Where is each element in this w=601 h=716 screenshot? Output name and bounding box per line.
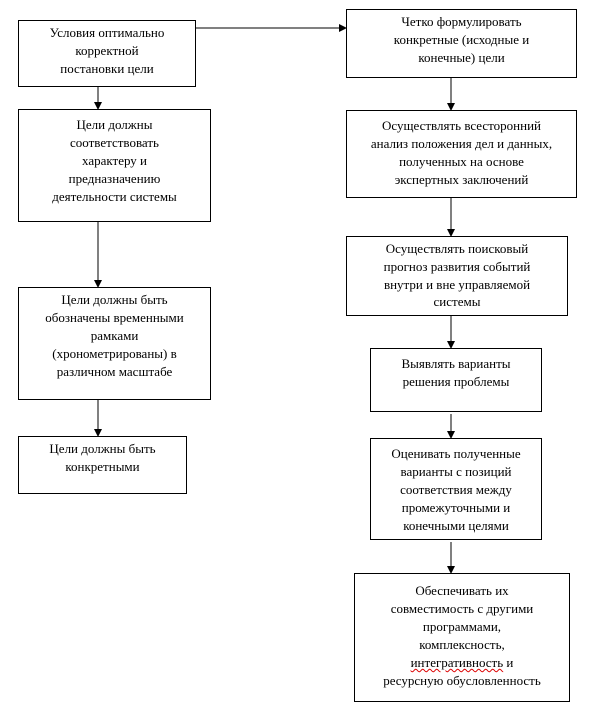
box-time-bound: Цели должны быть обозначены временными р…: [18, 287, 211, 400]
box-text-line: полученных на основе: [399, 154, 524, 169]
box-text-line: внутри и вне управляемой: [383, 277, 531, 292]
box-text-line: промежуточными и: [401, 500, 511, 515]
box-text-line: решения проблемы: [402, 374, 510, 389]
box-text-line: конкретные (исходные и: [393, 32, 530, 47]
box-text-line: конкретными: [65, 459, 140, 474]
box-text-line: варианты с позиций: [400, 464, 512, 479]
box-text-line: конечные) цели: [418, 50, 505, 65]
box-text-line: деятельности системы: [52, 189, 177, 204]
box-text-line: соответствия между: [400, 482, 512, 497]
box-text-line: обозначены временными: [45, 310, 184, 325]
box-variants: Выявлять варианты решения проблемы: [370, 348, 542, 412]
box-text-line: постановки цели: [60, 61, 154, 76]
box-text-line: соответствовать: [70, 135, 159, 150]
box-analysis: Осуществлять всесторонний анализ положен…: [346, 110, 577, 198]
box-text-line: Цели должны быть: [61, 292, 168, 307]
box-text-line: (хронометрированы) в: [52, 346, 177, 361]
box-match-character: Цели должны соответствовать характеру и …: [18, 109, 211, 222]
box-text-line: прогноз развития событий: [383, 259, 531, 274]
box-text-line: системы: [433, 294, 481, 309]
box-compatibility: Обеспечивать их совместимость с другими …: [354, 573, 570, 702]
box-text-line: Четко формулировать: [401, 14, 522, 29]
box-text-line: корректной: [75, 43, 139, 58]
box-text-line: конечными целями: [403, 518, 509, 533]
spellcheck-underline: интегративность: [410, 655, 504, 670]
box-forecast: Осуществлять поисковый прогноз развития …: [346, 236, 568, 316]
box-text-line: ресурсную обусловленность: [383, 673, 541, 688]
box-text-line: Обеспечивать их: [415, 583, 509, 598]
box-text-line: Цели должны: [76, 117, 153, 132]
box-text-line: совместимость с другими: [390, 601, 534, 616]
box-evaluate: Оценивать полученные варианты с позиций …: [370, 438, 542, 540]
box-text-line: Цели должны быть: [49, 441, 156, 456]
box-text-line: Оценивать полученные: [391, 446, 521, 461]
box-text-line: программами,: [422, 619, 502, 634]
box-text-line: характеру и: [82, 153, 147, 168]
box-text-line: Выявлять варианты: [401, 356, 511, 371]
box-text-line: различном масштабе: [56, 364, 173, 379]
box-text-line: комплексность,: [419, 637, 505, 652]
box-text-line: Осуществлять всесторонний: [381, 118, 542, 133]
box-text-line: интегративность и: [410, 655, 514, 670]
box-text-line: Условия оптимально: [49, 25, 165, 40]
box-text-line: анализ положения дел и данных,: [370, 136, 553, 151]
box-text-line: предназначению: [68, 171, 161, 186]
box-conditions: Условия оптимально корректной постановки…: [18, 20, 196, 87]
box-text-line: Осуществлять поисковый: [385, 241, 529, 256]
box-text-line: экспертных заключений: [394, 172, 529, 187]
box-text-line: рамками: [90, 328, 139, 343]
box-concrete: Цели должны быть конкретными: [18, 436, 187, 494]
box-formulate: Четко формулировать конкретные (исходные…: [346, 9, 577, 78]
